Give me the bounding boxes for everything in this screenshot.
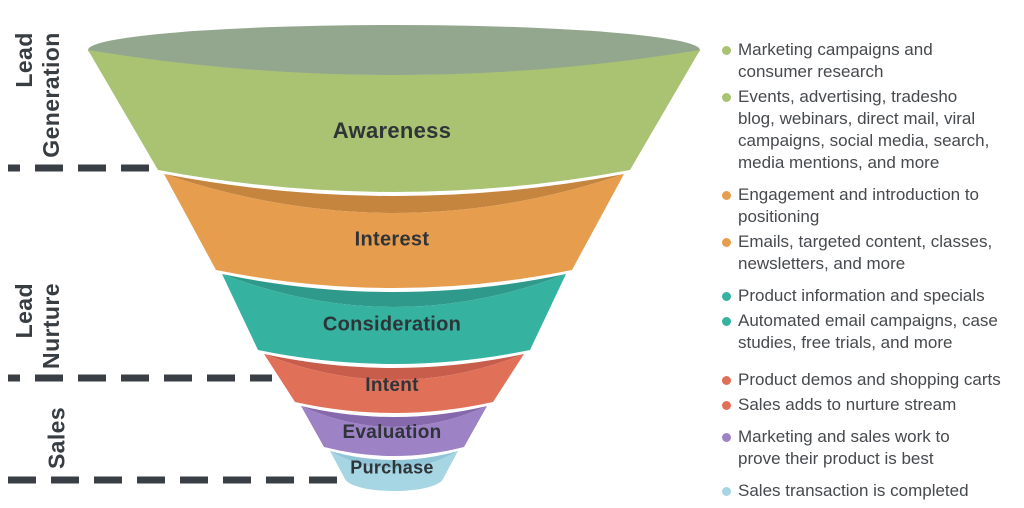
phase-label-lead-nurture: Lead Nurture <box>11 283 64 369</box>
list-item: Engagement and introduction to positioni… <box>722 184 1024 228</box>
bullet-icon <box>722 317 731 326</box>
phase-label-lead-generation: Lead Generation <box>11 32 64 158</box>
notes-intent: Product demos and shopping carts Sales a… <box>722 369 1024 419</box>
notes-consideration: Product information and specials Automat… <box>722 285 1024 357</box>
bullet-icon <box>722 46 731 55</box>
note-text: consumer research <box>738 62 884 81</box>
bullet-icon <box>722 376 731 385</box>
funnel-segment-consideration <box>222 274 566 364</box>
funnel-segment-awareness <box>88 50 700 192</box>
note-text: campaigns, social media, search, <box>738 131 990 150</box>
note-text: Marketing campaigns and <box>738 40 933 59</box>
note-text: media mentions, and more <box>738 153 940 172</box>
notes-awareness: Marketing campaigns and consumer researc… <box>722 39 1024 177</box>
note-text: Product demos and shopping carts <box>738 370 1001 389</box>
note-text: positioning <box>738 207 820 226</box>
stage-label-consideration: Consideration <box>322 313 462 336</box>
stage-label-interest: Interest <box>354 228 430 251</box>
note-text: Marketing and sales work to <box>738 427 950 446</box>
funnel-top-surface <box>88 25 700 75</box>
note-text: prove their product is best <box>738 449 934 468</box>
note-text: newsletters, and more <box>738 254 906 273</box>
bullet-icon <box>722 433 731 442</box>
bullet-icon <box>722 292 731 301</box>
funnel-segment-purchase <box>330 451 458 491</box>
list-item: Sales adds to nurture stream <box>722 394 1024 416</box>
notes-evaluation: Marketing and sales work to prove their … <box>722 426 1024 473</box>
stage-label-intent: Intent <box>365 375 419 396</box>
list-item: Automated email campaigns, case studies,… <box>722 310 1024 354</box>
list-item: Marketing campaigns and consumer researc… <box>722 39 1024 83</box>
funnel-segment-evaluation <box>301 406 487 456</box>
note-text: Engagement and introduction to <box>738 185 980 204</box>
note-text: blog, webinars, direct mail, viral <box>738 109 976 128</box>
list-item: Product information and specials <box>722 285 1024 307</box>
note-text: Events, advertising, tradesho <box>738 87 958 106</box>
funnel-segment-intent <box>264 354 524 413</box>
notes-interest: Engagement and introduction to positioni… <box>722 184 1024 278</box>
note-text: studies, free trials, and more <box>738 333 953 352</box>
note-text: Emails, targeted content, classes, <box>738 232 993 251</box>
bullet-icon <box>722 93 731 102</box>
bullet-icon <box>722 487 731 496</box>
phase-label-sales: Sales <box>43 406 70 470</box>
bullet-icon <box>722 191 731 200</box>
list-item: Events, advertising, tradesho blog, webi… <box>722 86 1024 174</box>
bullet-icon <box>722 401 731 410</box>
bullet-icon <box>722 238 731 247</box>
note-text: Automated email campaigns, case <box>738 311 998 330</box>
note-text: Sales adds to nurture stream <box>738 395 957 414</box>
note-text: Product information and specials <box>738 286 985 305</box>
list-item: Product demos and shopping carts <box>722 369 1024 391</box>
stage-label-awareness: Awareness <box>332 118 452 143</box>
funnel-segment-interest <box>164 174 624 288</box>
notes-purchase: Sales transaction is completed <box>722 480 1024 505</box>
list-item: Marketing and sales work to prove their … <box>722 426 1024 470</box>
stage-label-purchase: Purchase <box>350 457 434 478</box>
stage-label-evaluation: Evaluation <box>342 422 442 443</box>
list-item: Sales transaction is completed <box>722 480 1024 502</box>
list-item: Emails, targeted content, classes, newsl… <box>722 231 1024 275</box>
note-text: Sales transaction is completed <box>738 481 969 500</box>
